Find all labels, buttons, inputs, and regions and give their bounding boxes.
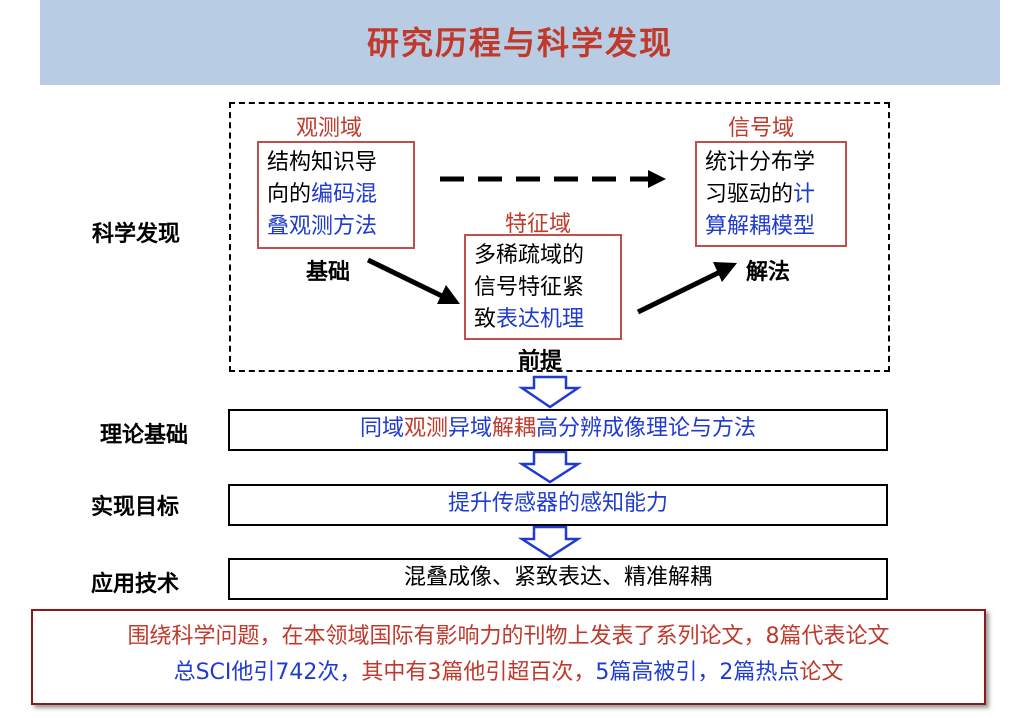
observation-tag: 基础 bbox=[306, 260, 351, 285]
signal-line-2a: 习驱动的 bbox=[705, 182, 794, 207]
down-arrow-2 bbox=[517, 450, 583, 484]
observation-domain-box: 结构知识导 向的编码混 叠观测方法 bbox=[257, 141, 415, 249]
summary-line-1: 围绕科学问题，在本领域国际有影响力的刊物上发表了系列论文，8篇代表论文 bbox=[127, 624, 890, 649]
observation-line-2a: 向的 bbox=[267, 182, 312, 207]
summary-part-2: 其中有3篇他引超百次， bbox=[361, 660, 596, 685]
signal-tag: 解法 bbox=[746, 260, 791, 285]
row-label-theory: 理论基础 bbox=[100, 423, 189, 448]
application-text: 混叠成像、紧致表达、精准解耦 bbox=[403, 565, 712, 590]
signal-line-2: 习驱动的计 bbox=[705, 179, 837, 211]
summary-part-5: 论文 bbox=[799, 660, 844, 685]
theory-part-1: 同域 bbox=[359, 416, 404, 441]
theory-part-2: 观测 bbox=[403, 416, 448, 441]
observation-line-1: 结构知识导 bbox=[267, 150, 378, 175]
feature-tag: 前提 bbox=[518, 349, 563, 374]
arrow-obs-to-feature bbox=[366, 257, 446, 300]
application-box: 混叠成像、紧致表达、精准解耦 bbox=[228, 558, 888, 600]
theory-part-4: 解耦 bbox=[492, 416, 537, 441]
feature-line-1: 多稀疏域的 bbox=[474, 243, 585, 268]
theory-part-5: 高分辨成像理论与方法 bbox=[536, 416, 757, 441]
summary-box: 围绕科学问题，在本领域国际有影响力的刊物上发表了系列论文，8篇代表论文 总SCI… bbox=[31, 609, 986, 705]
theory-box: 同域观测异域解耦高分辨成像理论与方法 bbox=[228, 409, 888, 451]
theory-part-3: 异域 bbox=[447, 416, 492, 441]
arrow-feature-to-signal bbox=[636, 269, 722, 315]
summary-part-1: 总SCI他引742次， bbox=[173, 660, 362, 685]
signal-line-2b: 计 bbox=[793, 182, 816, 207]
observation-line-3: 叠观测方法 bbox=[267, 214, 378, 239]
observation-line-2: 向的编码混 bbox=[267, 179, 405, 211]
signal-line-3: 算解耦模型 bbox=[705, 214, 816, 239]
title-bar: 研究历程与科学发现 bbox=[40, 0, 1000, 85]
observation-domain-label: 观测域 bbox=[296, 116, 363, 141]
feature-line-3: 致表达机理 bbox=[474, 304, 612, 336]
dashed-arrow-head bbox=[648, 170, 666, 188]
observation-line-2b: 编码混 bbox=[311, 182, 378, 207]
row-label-discovery: 科学发现 bbox=[92, 222, 181, 247]
feature-domain-label: 特征域 bbox=[505, 212, 572, 237]
row-label-goal: 实现目标 bbox=[91, 495, 180, 520]
summary-part-3: 5篇高被引， bbox=[595, 660, 720, 685]
goal-box: 提升传感器的感知能力 bbox=[228, 484, 888, 526]
summary-line-2: 总SCI他引742次，其中有3篇他引超百次，5篇高被引，2篇热点论文 bbox=[33, 655, 984, 691]
down-arrow-1 bbox=[517, 375, 583, 409]
feature-line-3a: 致 bbox=[474, 307, 497, 332]
discovery-frame bbox=[229, 102, 890, 372]
page-title: 研究历程与科学发现 bbox=[366, 24, 673, 62]
row-label-application: 应用技术 bbox=[91, 572, 180, 597]
signal-domain-label: 信号域 bbox=[728, 116, 795, 141]
feature-line-2: 信号特征紧 bbox=[474, 275, 585, 300]
arrow-obs-to-feature-head bbox=[437, 285, 460, 304]
goal-text: 提升传感器的感知能力 bbox=[447, 491, 668, 516]
signal-domain-box: 统计分布学 习驱动的计 算解耦模型 bbox=[695, 141, 847, 247]
feature-line-3b: 表达机理 bbox=[496, 307, 585, 332]
down-arrows bbox=[517, 375, 583, 559]
feature-domain-box: 多稀疏域的 信号特征紧 致表达机理 bbox=[464, 234, 622, 340]
summary-part-4: 2篇热点 bbox=[719, 660, 800, 685]
down-arrow-3 bbox=[517, 525, 583, 559]
arrow-feature-to-signal-head bbox=[713, 262, 737, 282]
signal-line-1: 统计分布学 bbox=[705, 150, 816, 175]
